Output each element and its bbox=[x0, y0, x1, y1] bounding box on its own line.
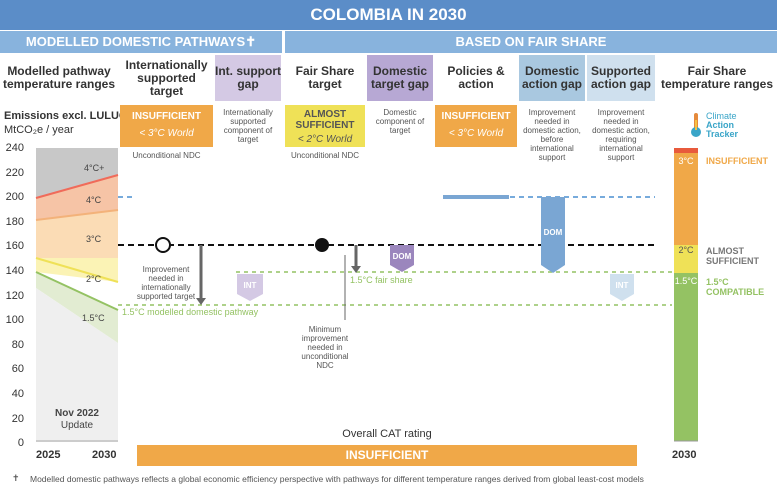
fair-almost-label: ALMOST SUFFICIENT bbox=[706, 246, 759, 266]
update-label: Update bbox=[60, 420, 94, 431]
fair-range-2-label: 2°C bbox=[678, 245, 694, 255]
overall-rating-title: Overall CAT rating bbox=[342, 428, 432, 440]
col-dom-target-gap: Domestic target gap bbox=[367, 55, 433, 101]
logo-line3: Tracker bbox=[706, 129, 739, 139]
annotation-modelled-15: 1.5°C modelled domestic pathway bbox=[122, 307, 259, 317]
fair-range-2 bbox=[674, 245, 698, 273]
section-modelled: MODELLED DOMESTIC PATHWAYS✝ bbox=[0, 31, 282, 53]
band-below bbox=[36, 288, 118, 440]
col-fair-target: Fair Share target bbox=[295, 64, 355, 91]
line-2c bbox=[35, 257, 119, 283]
y-tick-label: 140 bbox=[5, 265, 24, 277]
y-tick-label: 160 bbox=[5, 240, 24, 253]
y-tick-label: 60 bbox=[11, 363, 24, 376]
thermometer-icon bbox=[690, 112, 702, 138]
desc-supported-action-gap: Improvement needed in domestic action, r… bbox=[592, 108, 650, 162]
fair-insufficient-label: INSUFFICIENT bbox=[706, 156, 768, 166]
arrow-fair-head bbox=[351, 266, 361, 273]
y-tick-label: 80 bbox=[11, 338, 24, 351]
fair-range-top bbox=[674, 148, 698, 153]
page-title: COLOMBIA IN 2030 bbox=[0, 0, 777, 30]
policies-bar bbox=[443, 195, 509, 199]
y-tick-label: 20 bbox=[11, 412, 24, 425]
fair-range-15-label: 1.5°C bbox=[674, 276, 698, 286]
desc-int-gap: Internationally supported component of t… bbox=[223, 108, 273, 144]
tag-dom-action bbox=[541, 197, 565, 273]
col-fair-ranges: Fair Share temperature ranges bbox=[660, 64, 774, 91]
line-4c bbox=[35, 174, 119, 199]
rating-fair-sub: < 2°C World bbox=[297, 134, 353, 145]
desc-dom-target-gap: Domestic component of target bbox=[375, 108, 425, 135]
label-3c: 3°C bbox=[86, 234, 102, 244]
logo: Climate Action Tracker bbox=[706, 112, 738, 139]
annotation-fair-15: 1.5°C fair share bbox=[350, 275, 413, 285]
rating-policies-badge: INSUFFICIENT < 3°C World bbox=[435, 105, 517, 147]
fair-range-15 bbox=[674, 273, 698, 441]
tag-int-left-label: INT bbox=[243, 281, 257, 290]
tag-dom-target-label: DOM bbox=[392, 252, 412, 261]
overall-bar bbox=[137, 445, 637, 466]
rating-fair-note: Unconditional NDC bbox=[290, 151, 360, 160]
y-axis-title: Emissions excl. LULUCF bbox=[4, 110, 134, 122]
fair-compatible-label: 1.5°C COMPATIBLE bbox=[706, 277, 765, 297]
x-label-start: 2025 bbox=[36, 449, 61, 461]
tag-int-left bbox=[237, 274, 263, 301]
footnote-text: Modelled domestic pathways reflects a gl… bbox=[30, 474, 644, 484]
logo-line1: Climate bbox=[706, 111, 737, 121]
band-4c-plus bbox=[36, 148, 118, 198]
fair-range-3 bbox=[674, 153, 698, 245]
rating-intl-note: Unconditional NDC bbox=[132, 151, 201, 160]
arrow-intl-head bbox=[196, 298, 206, 305]
rating-intl-badge: INSUFFICIENT < 3°C World bbox=[120, 105, 213, 147]
intl-target-marker bbox=[155, 237, 171, 253]
desc-dom-action-gap: Improvement needed in domestic action, b… bbox=[523, 108, 581, 162]
y-tick-label: 220 bbox=[5, 166, 24, 179]
y-tick-label: 0 bbox=[17, 437, 24, 450]
y-tick-label: 180 bbox=[5, 215, 24, 228]
label-2c: 2°C bbox=[86, 274, 102, 284]
col-policies: Policies & action bbox=[447, 64, 505, 91]
rating-intl-sub: < 3°C World bbox=[139, 128, 194, 139]
annotation-improve-intl: Improvement needed in internationally su… bbox=[136, 265, 196, 301]
fair-target-marker bbox=[315, 238, 329, 252]
y-axis-unit: MtCO₂e / year bbox=[4, 124, 74, 136]
line-3c bbox=[35, 209, 119, 221]
col-supported-action-gap: Supported action gap bbox=[587, 55, 655, 101]
col-intl-target: Internationally supported target bbox=[125, 57, 208, 98]
rating-policies-label: INSUFFICIENT bbox=[441, 111, 511, 122]
y-tick-label: 240 bbox=[5, 142, 24, 154]
nov-2022-label: Nov 2022 bbox=[55, 408, 99, 419]
rating-fair-badge: ALMOST SUFFICIENT < 2°C World bbox=[285, 105, 365, 147]
tag-int-right-label: INT bbox=[615, 281, 629, 290]
tag-dom-action-label: DOM bbox=[543, 228, 563, 237]
section-fair-share: BASED ON FAIR SHARE bbox=[285, 31, 777, 53]
annotation-min-improve: Minimum improvement needed in unconditio… bbox=[301, 325, 349, 370]
tag-dom-target bbox=[390, 245, 414, 272]
col-dom-action-gap: Domestic action gap bbox=[519, 55, 585, 101]
y-tick-label: 40 bbox=[11, 388, 24, 400]
line-15c bbox=[35, 271, 119, 311]
footnote-mark: ✝ bbox=[12, 473, 20, 483]
col-modelled: Modelled pathway temperature ranges bbox=[2, 64, 116, 91]
label-4c-plus: 4°C+ bbox=[84, 163, 105, 173]
rating-fair-label: ALMOST SUFFICIENT bbox=[295, 109, 355, 131]
band-15c bbox=[36, 272, 118, 343]
overall-rating-value: INSUFFICIENT bbox=[345, 448, 429, 462]
tag-int-right bbox=[610, 274, 634, 301]
x-label-end: 2030 bbox=[92, 449, 117, 461]
fair-range-3-label: 3°C bbox=[678, 156, 694, 166]
label-15c: 1.5°C bbox=[82, 313, 105, 323]
label-4c: 4°C bbox=[86, 195, 102, 205]
band-4c bbox=[36, 175, 118, 220]
rating-policies-sub: < 3°C World bbox=[448, 128, 504, 139]
y-tick-label: 120 bbox=[5, 289, 24, 302]
band-3c bbox=[36, 210, 118, 258]
x-label-fair: 2030 bbox=[672, 449, 697, 461]
y-tick-label: 100 bbox=[5, 314, 24, 327]
rating-intl-label: INSUFFICIENT bbox=[132, 111, 201, 122]
logo-line2: Action bbox=[706, 120, 734, 130]
col-int-gap: Int. support gap bbox=[215, 55, 281, 101]
y-tick-label: 200 bbox=[5, 191, 24, 204]
